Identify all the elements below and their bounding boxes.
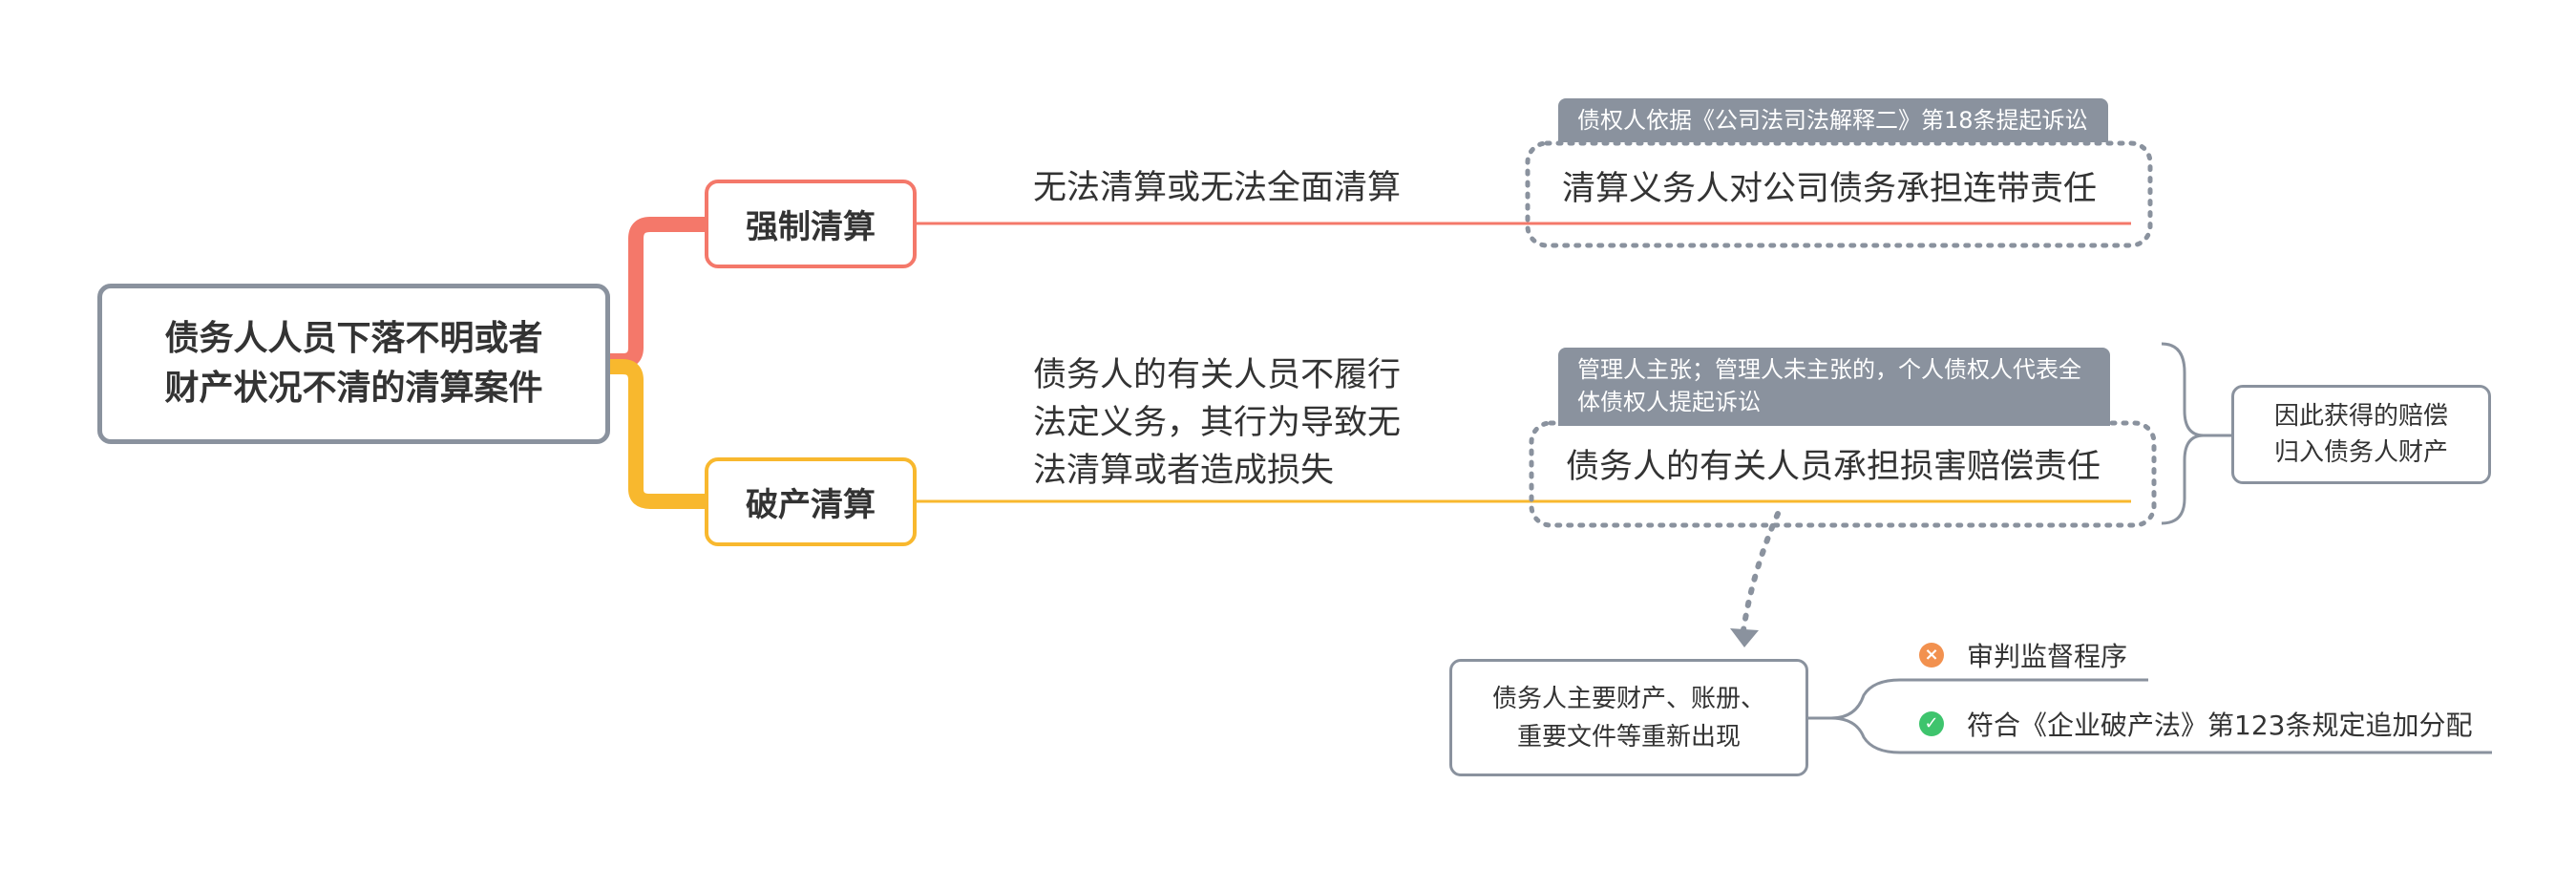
tag-line-2: 体债权人提起诉讼	[1577, 389, 1761, 415]
result-bankruptcy[interactable]: 债务人的有关人员承担损害赔偿责任	[1566, 448, 2101, 486]
bottom-node-reappear[interactable]: 债务人主要财产、账册、 重要文件等重新出现	[1449, 659, 1808, 776]
result-frame-forced	[1525, 140, 2153, 248]
root-node[interactable]: 债务人人员下落不明或者 财产状况不清的清算案件	[97, 284, 610, 444]
connector-root-to-forced	[610, 217, 705, 369]
root-line-1: 债务人人员下落不明或者	[164, 319, 543, 358]
branch-node-bankruptcy-liquidation[interactable]: 破产清算	[705, 457, 917, 546]
summary-node-compensation[interactable]: 因此获得的赔偿 归入债务人财产	[2231, 385, 2491, 484]
arrow-head	[1730, 628, 1759, 647]
summary-line-2: 归入债务人财产	[2273, 438, 2448, 467]
summary-brace	[2161, 342, 2205, 525]
condition-label-forced: 无法清算或无法全面清算	[1033, 169, 1402, 207]
bottom-line-1: 债务人主要财产、账册、	[1491, 684, 1765, 713]
condition-line-2: 法定义务，其行为导致无	[1033, 404, 1402, 442]
dotted-arrow-line	[1741, 511, 1781, 633]
branch-label-bankruptcy: 破产清算	[746, 486, 876, 524]
condition-line-3: 法清算或者造成损失	[1033, 452, 1335, 490]
tag-bankruptcy-lawsuit: 管理人主张；管理人未主张的，个人债权人代表全 体债权人提起诉讼	[1558, 348, 2110, 426]
bottom-to-option-1	[1808, 678, 2148, 720]
tag-line-1: 管理人主张；管理人未主张的，个人债权人代表全	[1577, 356, 2081, 383]
bottom-line-2: 重要文件等重新出现	[1516, 722, 1741, 752]
root-line-2: 财产状况不清的清算案件	[164, 369, 543, 408]
result-forced[interactable]: 清算义务人对公司债务承担连带责任	[1562, 170, 2098, 208]
condition-label-bankruptcy: 债务人的有关人员不履行 法定义务，其行为导致无 法清算或者造成损失	[1033, 351, 1401, 495]
cross-circle-icon: ×	[1919, 643, 1944, 668]
condition-line-1: 债务人的有关人员不履行	[1033, 356, 1402, 394]
option-label-2: 符合《企业破产法》第123条规定追加分配	[1967, 710, 2473, 741]
check-circle-icon: ✓	[1919, 711, 1944, 736]
bottom-to-option-2	[1830, 716, 2492, 754]
option-additional-distribution[interactable]: ✓ 符合《企业破产法》第123条规定追加分配	[1919, 705, 2472, 743]
branch-label-forced: 强制清算	[746, 208, 876, 246]
summary-line-1: 因此获得的赔偿	[2273, 402, 2448, 431]
option-label-1: 审判监督程序	[1967, 641, 2128, 672]
option-trial-supervision[interactable]: × 审判监督程序	[1919, 636, 2127, 674]
connector-root-to-bankruptcy	[610, 359, 705, 509]
tag-forced-lawsuit: 债权人依据《公司法司法解释二》第18条提起诉讼	[1558, 98, 2108, 142]
branch-node-forced-liquidation[interactable]: 强制清算	[705, 180, 917, 268]
result-frame-bankruptcy	[1529, 420, 2157, 528]
